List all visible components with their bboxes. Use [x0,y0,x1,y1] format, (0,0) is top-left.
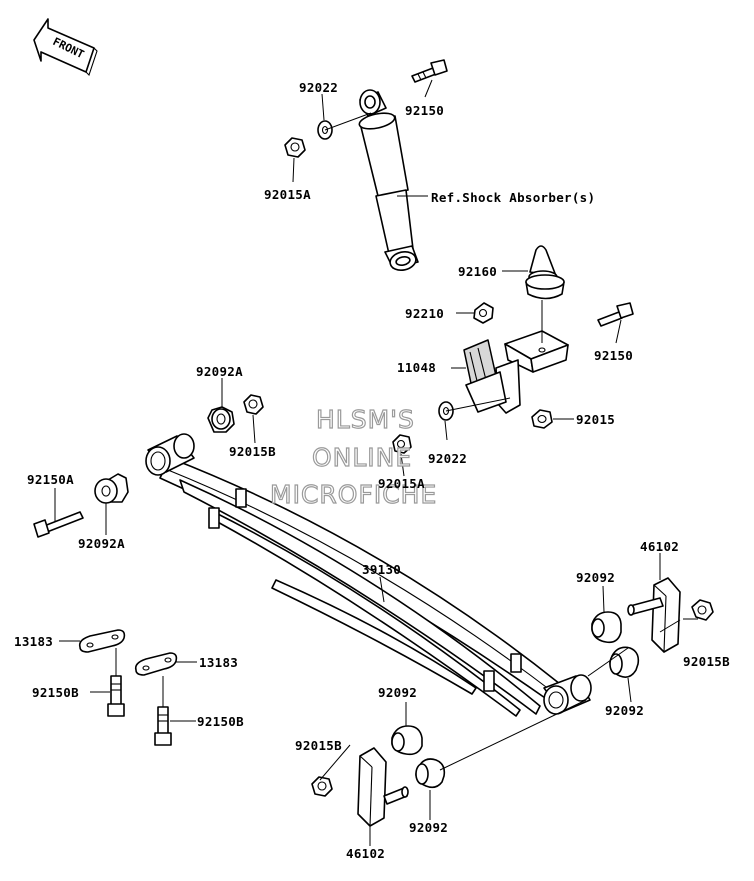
watermark-line3: MICROFICHE [270,480,437,509]
front-arrow-icon: FRONT [33,18,98,77]
label-13183-a: 13183 [14,634,53,649]
bushing-92092A-top [207,406,235,433]
label-92092-c1: 92092 [378,685,417,700]
label-92092A-low: 92092A [78,536,125,551]
bushing-92092-c2 [415,758,446,789]
label-92015B-left: 92015B [229,444,276,459]
label-92092A-top: 92092A [196,364,243,379]
label-92015A-top: 92015A [264,187,311,202]
bolt-92150A [33,511,84,538]
label-92015B-right: 92015B [683,654,730,669]
nut-92015A-top [284,137,306,158]
label-ref-shock-absorber: Ref.Shock Absorber(s) [431,190,595,205]
label-92150-top: 92150 [405,103,444,118]
label-13183-b: 13183 [199,655,238,670]
label-46102-bottom: 46102 [346,846,385,861]
label-92150B-b: 92150B [197,714,244,729]
bolt-92150-mid [597,302,634,327]
label-92015: 92015 [576,412,615,427]
label-92092-r2: 92092 [605,703,644,718]
watermark-line1: HLSM'S [316,405,415,434]
bolt-92150-top [411,59,448,83]
label-92015A-mid: 92015A [378,476,425,491]
label-92022-top: 92022 [299,80,338,95]
label-92210: 92210 [405,306,444,321]
leader-lines [54,79,698,846]
plate-13183-b [134,652,178,676]
watermark-line2: ONLINE [312,443,412,472]
bolt-92150B-a [107,675,125,717]
label-92150A: 92150A [27,472,74,487]
label-92150-mid: 92150 [594,348,633,363]
nut-92015A-mid [392,434,412,454]
label-92092-c2: 92092 [409,820,448,835]
bushing-92092-r2 [609,646,640,678]
label-92160: 92160 [458,264,497,279]
label-39130: 39130 [362,562,401,577]
bump-stop-92160 [525,245,565,300]
label-46102-right: 46102 [640,539,679,554]
shock-absorber [358,89,419,272]
nut-92210 [473,302,494,324]
watermark: HLSM'S ONLINE MICROFICHE [269,404,437,509]
shackle-46102-bottom [357,747,409,827]
part-labels: 92022 92150 92015A Ref.Shock Absorber(s)… [14,80,730,861]
leaf-spring-39130 [145,433,592,717]
nut-92015B-bottom [311,776,333,797]
shackle-46102-right [627,577,681,653]
bushing-92092A-low [94,473,129,504]
nut-92015B-right [691,599,714,621]
label-92092-r1: 92092 [576,570,615,585]
label-92150B-a: 92150B [32,685,79,700]
label-92022-mid: 92022 [428,451,467,466]
bushing-92092-c1 [391,725,423,756]
label-92015B-bottom: 92015B [295,738,342,753]
plate-13183-a [78,629,126,653]
bracket-11048 [463,330,569,414]
nut-92015B-left [243,394,264,415]
label-11048: 11048 [397,360,436,375]
bushing-92092-r1 [591,611,622,644]
nut-92015 [531,409,553,429]
bolt-92150B-b [154,706,172,746]
